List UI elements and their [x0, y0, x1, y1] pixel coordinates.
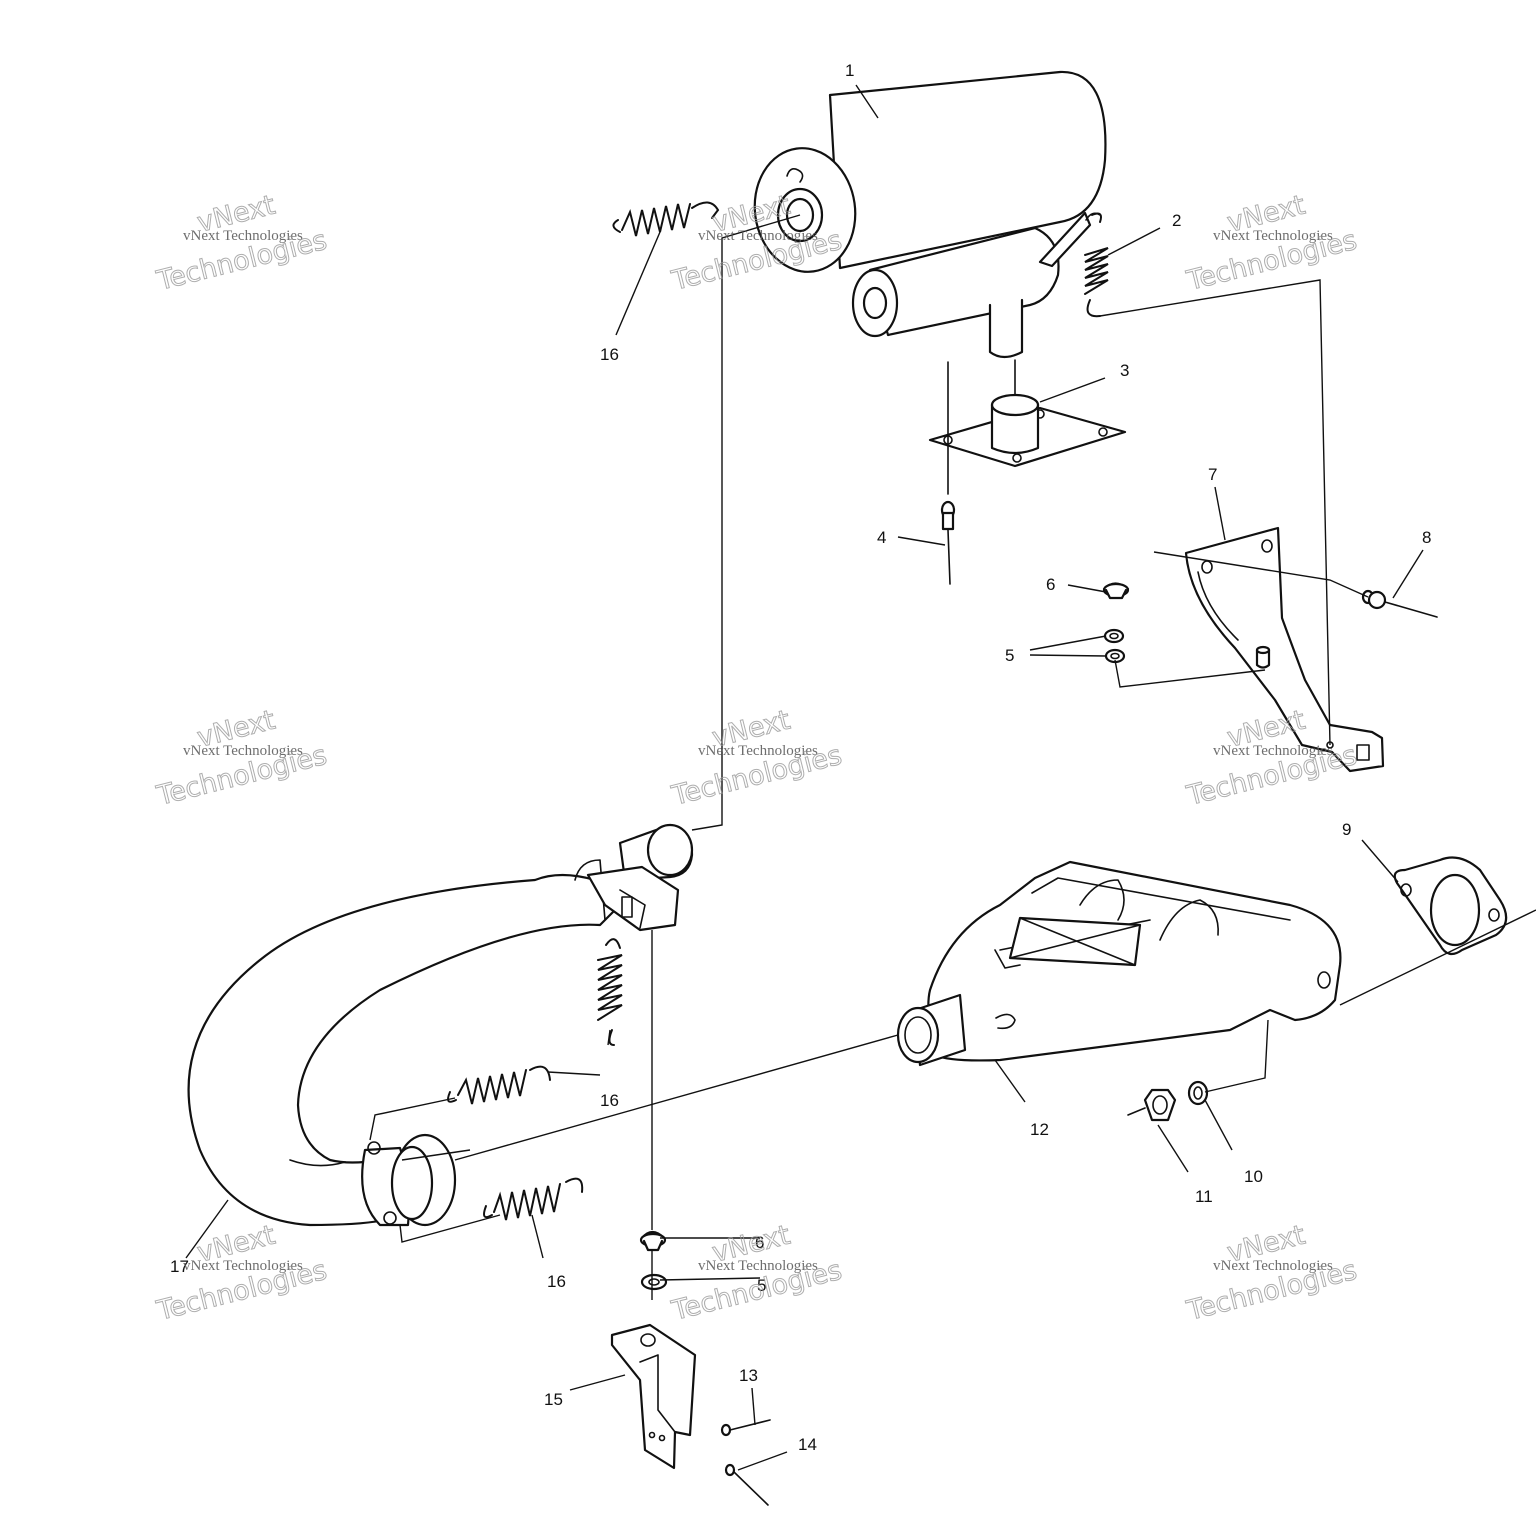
callout-16-bottom: 16	[547, 1272, 566, 1291]
svg-text:vNext Technologies: vNext Technologies	[698, 743, 818, 759]
callout-6-upper: 6	[1046, 575, 1055, 594]
lower-bracket	[610, 1323, 697, 1470]
callout-14: 14	[798, 1435, 817, 1454]
spring-vertical	[597, 938, 623, 1046]
callout-5-lower: 5	[757, 1276, 766, 1295]
svg-text:vNext Technologies: vNext Technologies	[1213, 1258, 1333, 1274]
svg-text:vNext Technologies: vNext Technologies	[183, 1258, 303, 1274]
muffler	[753, 70, 1107, 359]
washer-nut	[1127, 1080, 1209, 1122]
callout-15: 15	[544, 1390, 563, 1409]
rivet	[940, 361, 956, 585]
svg-text:vNext Technologies: vNext Technologies	[698, 1258, 818, 1274]
callout-7: 7	[1208, 465, 1217, 484]
callout-9: 9	[1342, 820, 1351, 839]
spring-lower	[483, 1177, 584, 1221]
callout-11: 11	[1195, 1187, 1213, 1206]
callout-6-lower: 6	[755, 1233, 764, 1252]
callout-10: 10	[1244, 1167, 1263, 1186]
leader-lines	[185, 84, 1424, 1471]
callout-16-middle: 16	[600, 1091, 619, 1110]
callout-12: 12	[1030, 1120, 1049, 1139]
svg-text:vNext Technologies: vNext Technologies	[698, 228, 818, 244]
svg-text:vNext Technologies: vNext Technologies	[183, 228, 303, 244]
callout-8: 8	[1422, 528, 1431, 547]
exhaust-gasket	[1393, 856, 1508, 956]
watermark: vNext Technologies vNext Technologies vN…	[153, 189, 1361, 1327]
upper-grommet-washers	[1102, 582, 1130, 664]
rivet-13	[720, 1419, 771, 1437]
screw	[1361, 589, 1438, 618]
rivet-14	[724, 1463, 769, 1506]
callout-3: 3	[1120, 361, 1129, 380]
assembly-lines	[369, 214, 1536, 1300]
exhaust-manifold	[896, 860, 1342, 1067]
spring-upper-right	[1084, 212, 1109, 318]
callout-4: 4	[877, 528, 886, 547]
lower-grommet-washer	[639, 1230, 668, 1291]
spring-upper-left	[612, 201, 720, 237]
exhaust-pipe	[187, 823, 694, 1227]
spring-middle	[447, 1065, 551, 1105]
callout-1: 1	[845, 61, 854, 80]
callout-labels: 1 2 3 4 5 5 6 6 7 8 9 10 11 12 13 14 15 …	[170, 61, 1431, 1454]
callout-5-upper: 5	[1005, 646, 1014, 665]
callout-2: 2	[1172, 211, 1181, 230]
callout-16-top: 16	[600, 345, 619, 364]
callout-13: 13	[739, 1366, 758, 1385]
svg-text:vNext Technologies: vNext Technologies	[1213, 228, 1333, 244]
muffler-mount-bracket	[1184, 526, 1385, 773]
svg-text:vNext Technologies: vNext Technologies	[183, 743, 303, 759]
callout-17: 17	[170, 1257, 189, 1276]
outlet-flange-plate	[928, 359, 1127, 468]
svg-text:vNext Technologies: vNext Technologies	[1213, 743, 1333, 759]
